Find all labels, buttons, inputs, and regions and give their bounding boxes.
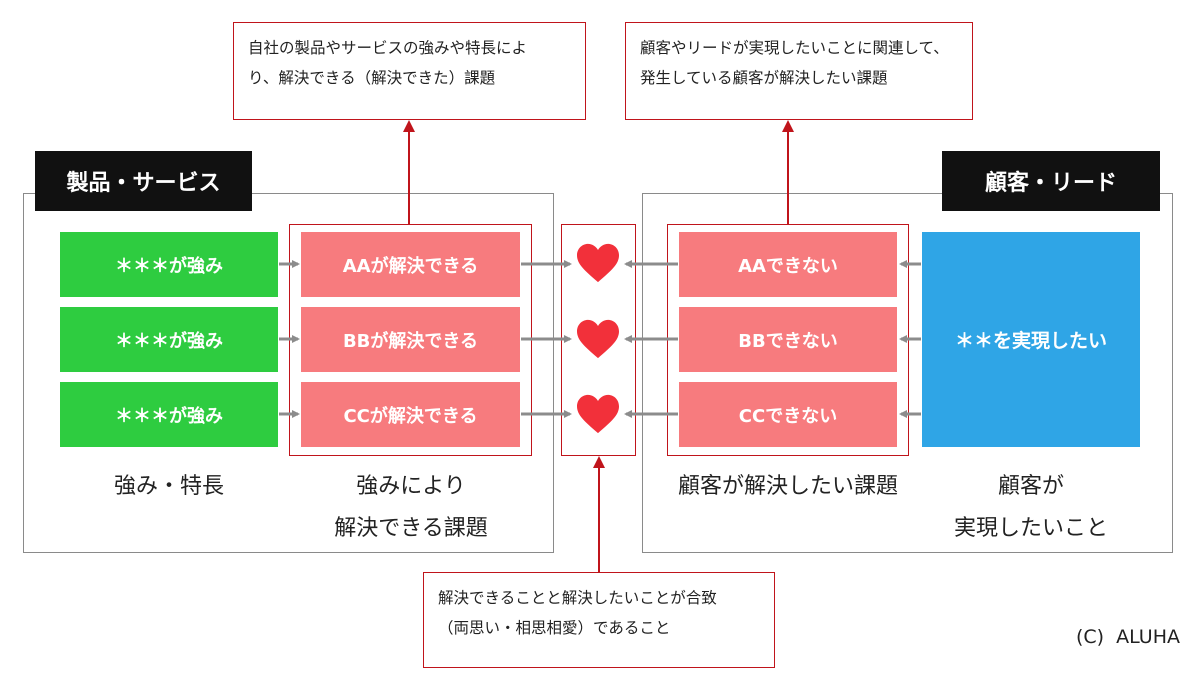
solvable-box: AAが解決できる [301,232,520,297]
callout-bottom: 解決できることと解決したいことが合致 （両思い・相思相愛）であること [423,572,775,668]
callout-top-left-line2: り、解決できる（解決できた）課題 [248,69,496,87]
solvable-box: CCが解決できる [301,382,520,447]
strength-box: ＊＊＊が強み [60,382,278,447]
callout-bottom-line1: 解決できることと解決したいことが合致 [438,589,717,607]
problem-box: AAできない [679,232,897,297]
caption-desire-line1: 顧客が [997,474,1064,499]
left-panel-title: 製品・サービス [35,151,252,211]
callout-top-left: 自社の製品やサービスの強みや特長によ り、解決できる（解決できた）課題 [233,22,586,120]
heart-icon [574,239,622,287]
callout-top-right: 顧客やリードが実現したいことに関連して、 発生している顧客が解決したい課題 [625,22,973,120]
caption-solvable-line2: 解決できる課題 [334,516,488,541]
heart-icon [574,315,622,363]
caption-desire-line2: 実現したいこと [953,516,1108,541]
copyright: (C) ALUHA [1076,626,1180,648]
desire-box: ＊＊を実現したい [922,232,1140,447]
problem-box: BBできない [679,307,897,372]
callout-top-left-line1: 自社の製品やサービスの強みや特長によ [248,39,528,57]
caption-solvable-line1: 強みにより [356,474,466,499]
problem-box: CCできない [679,382,897,447]
strength-box: ＊＊＊が強み [60,307,278,372]
heart-icon [574,390,622,438]
strength-box: ＊＊＊が強み [60,232,278,297]
right-panel-title: 顧客・リード [942,151,1160,211]
solvable-box: BBが解決できる [301,307,520,372]
caption-strengths: 強み・特長 [113,474,224,499]
callout-top-right-line2: 発生している顧客が解決したい課題 [640,69,888,87]
callout-top-right-line1: 顧客やリードが実現したいことに関連して、 [640,39,949,57]
caption-problems: 顧客が解決したい課題 [677,474,898,499]
callout-bottom-line2: （両思い・相思相愛）であること [438,619,671,637]
